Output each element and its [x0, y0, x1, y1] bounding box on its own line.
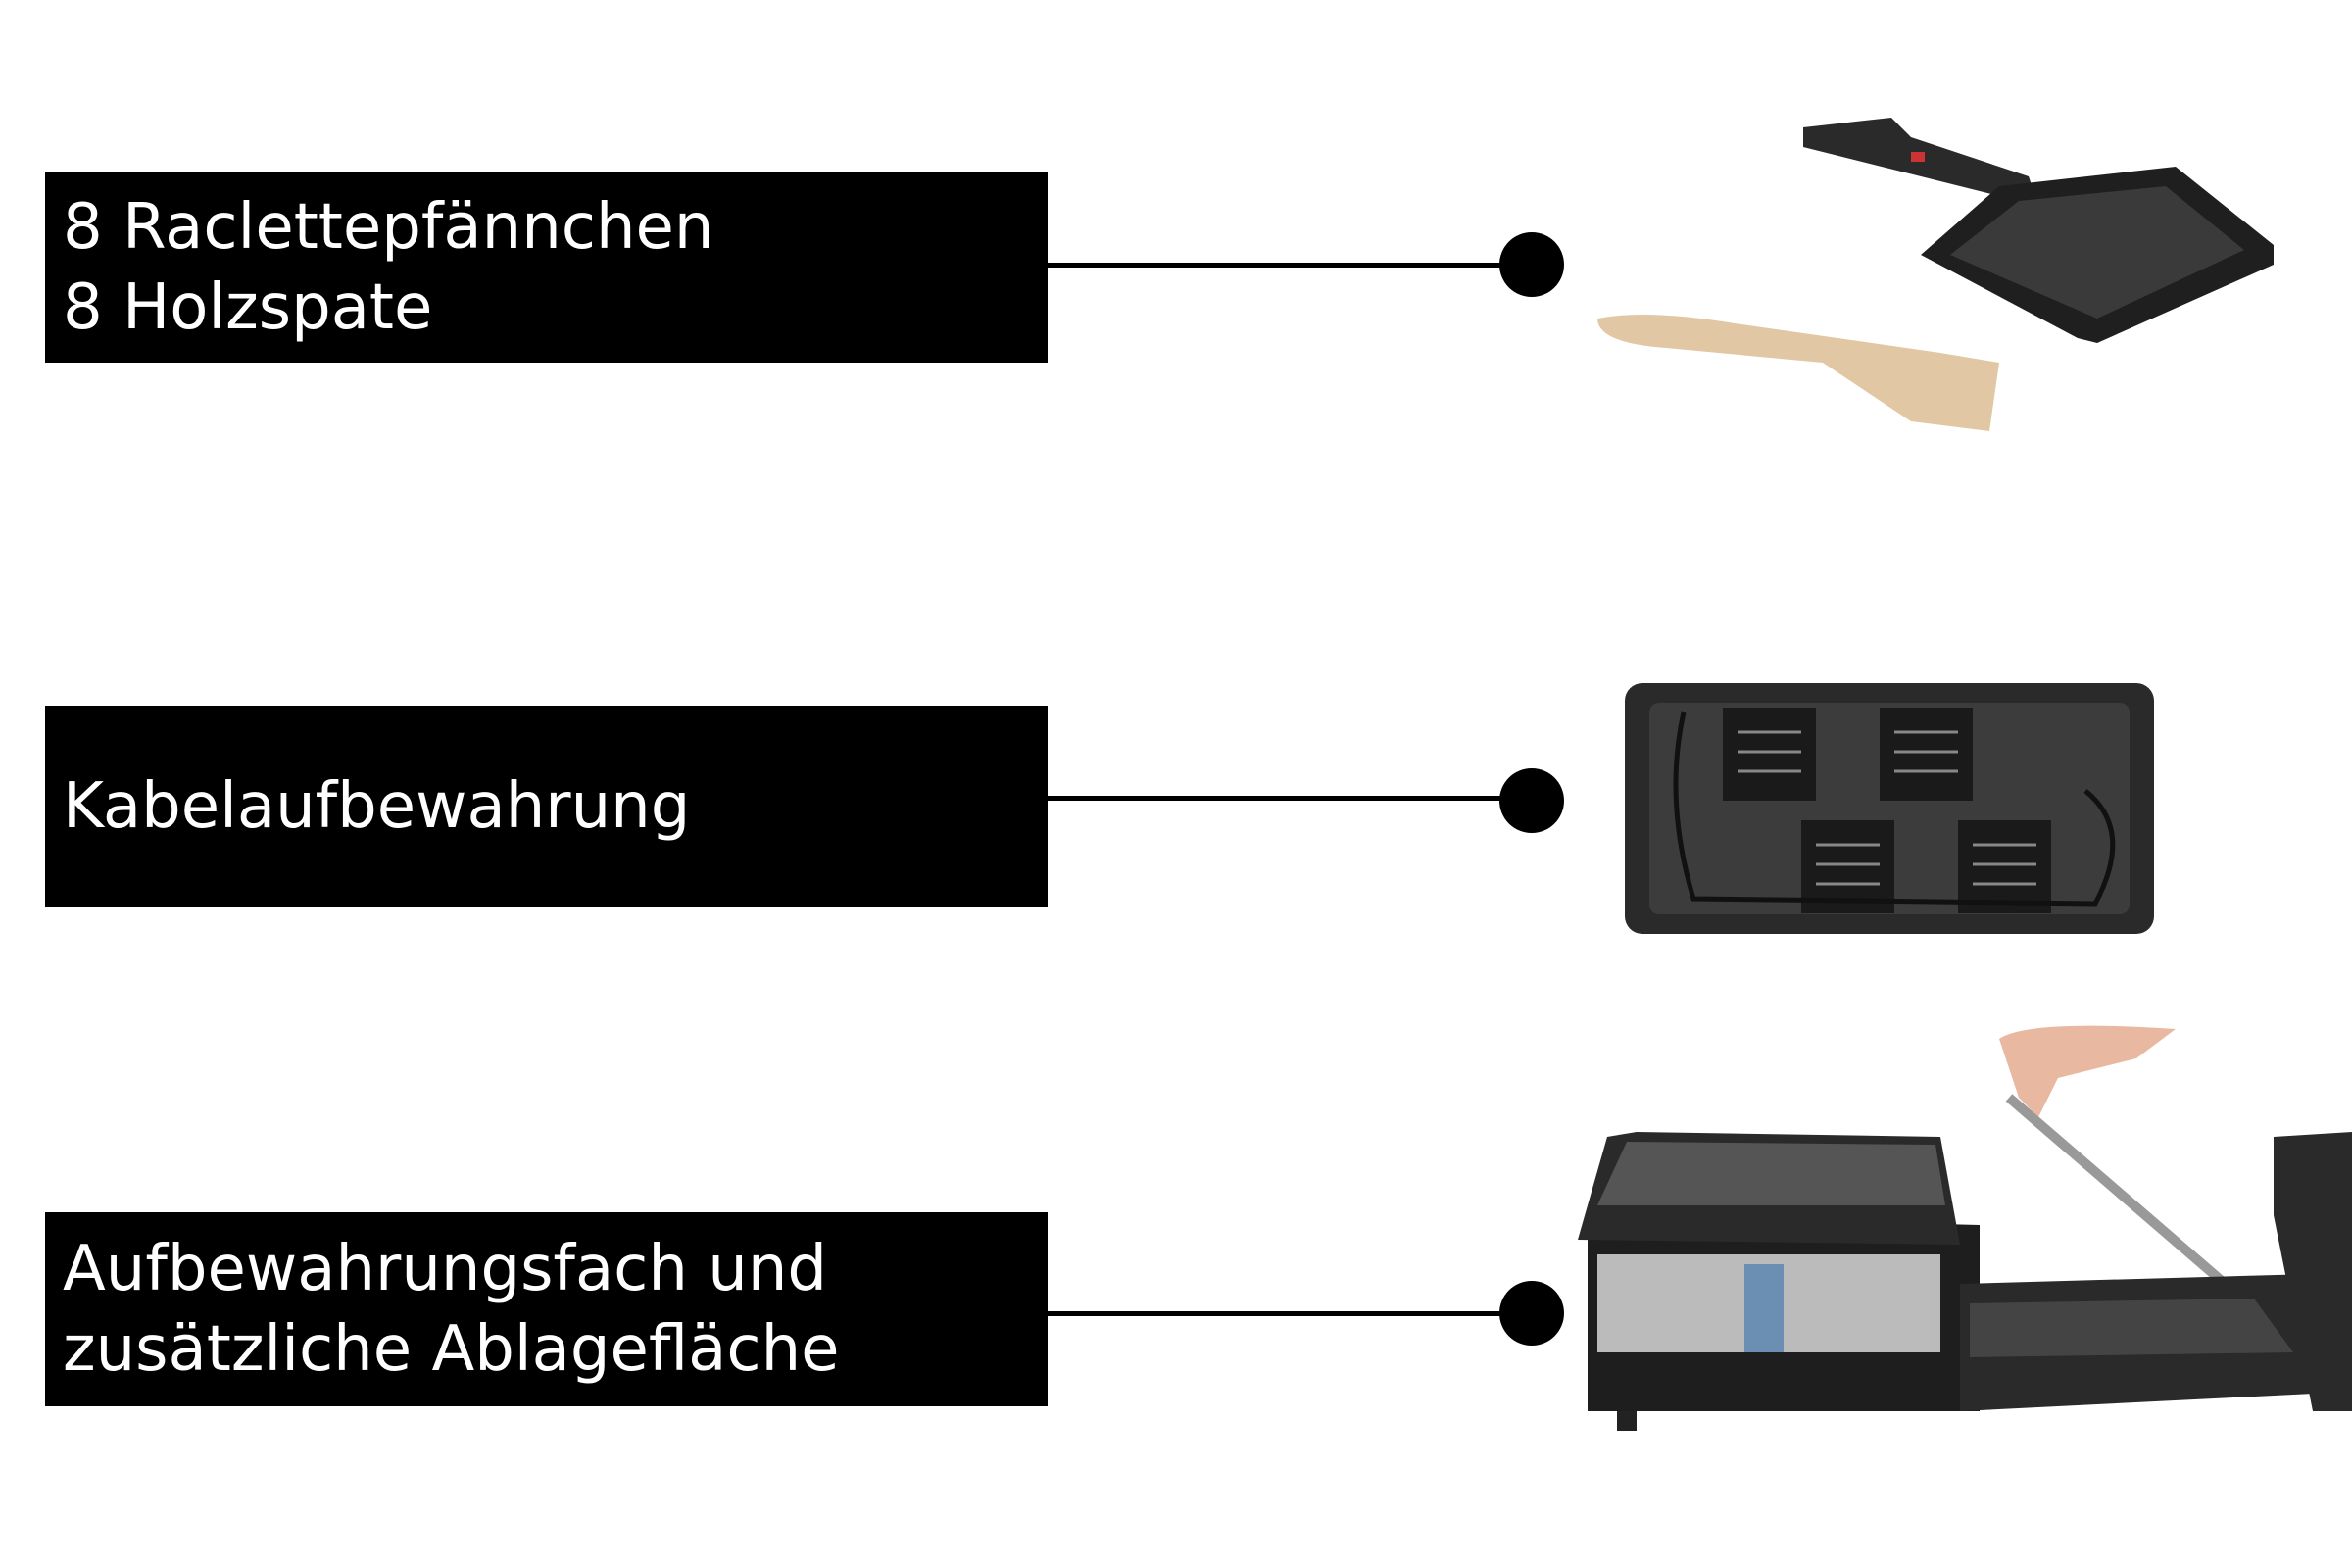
- feature-label-cable: Kabelaufbewahrung: [45, 706, 1048, 906]
- connector-dot: [1499, 768, 1564, 833]
- connector-line: [1048, 1311, 1533, 1316]
- connector-dot: [1499, 232, 1564, 297]
- connector-dot: [1499, 1281, 1564, 1346]
- feature-label-storage: Aufbewahrungsfach und zusätzliche Ablage…: [45, 1212, 1048, 1406]
- feature-text: Aufbewahrungsfach und: [63, 1233, 827, 1305]
- connector-line: [1048, 796, 1533, 801]
- feature-text: 8 Raclettepfännchen: [63, 190, 714, 264]
- feature-text: zusätzliche Ablagefläche: [63, 1313, 840, 1386]
- cable-storage-image: [1625, 683, 2154, 934]
- raclette-pan-image: [1597, 118, 2274, 431]
- feature-text: Kabelaufbewahrung: [63, 769, 691, 843]
- connector-line: [1048, 263, 1533, 268]
- feature-text: 8 Holzspate: [63, 270, 433, 344]
- feature-label-pans: 8 Raclettepfännchen 8 Holzspate: [45, 172, 1048, 363]
- raclette-storage-image: [1578, 1025, 2352, 1431]
